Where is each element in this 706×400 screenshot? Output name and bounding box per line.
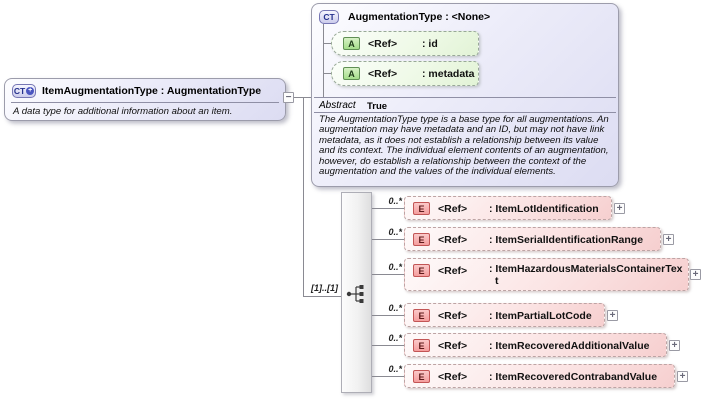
- abstract-value: True: [367, 101, 388, 112]
- element-ref-label: <Ref>: [438, 371, 468, 383]
- connector-line: [372, 315, 404, 316]
- connector-line: [372, 376, 404, 377]
- attribute-tree-line: [323, 73, 333, 74]
- element-icon: E: [413, 370, 430, 383]
- attribute-box-metadata[interactable]: A <Ref> : metadata: [331, 61, 479, 86]
- attribute-box-id[interactable]: A <Ref> : id: [331, 31, 479, 56]
- main-type-description: A data type for additional information a…: [13, 106, 233, 117]
- main-type-title: ItemAugmentationType : AugmentationType: [42, 85, 262, 97]
- collapse-toggle-icon[interactable]: −: [283, 92, 294, 103]
- element-ref-label: <Ref>: [438, 340, 468, 352]
- cardinality-label: 0..*: [388, 262, 402, 272]
- divider: [314, 97, 616, 98]
- expand-toggle-icon[interactable]: +: [669, 340, 680, 351]
- element-box-itemrecoveredcontrabandvalue[interactable]: E <Ref> : ItemRecoveredContrabandValue: [404, 364, 675, 388]
- complex-type-icon-label: CT: [323, 12, 335, 22]
- expand-toggle-icon[interactable]: +: [607, 310, 618, 321]
- element-ref-label: <Ref>: [438, 234, 468, 246]
- connector-line: [303, 296, 341, 297]
- expand-toggle-icon[interactable]: +: [663, 234, 674, 245]
- base-type-description: The AugmentationType type is a base type…: [319, 114, 609, 178]
- attribute-icon: A: [343, 67, 360, 80]
- element-name: : ItemLotIdentification: [489, 203, 599, 215]
- complex-type-icon: CT +: [12, 84, 36, 98]
- element-name: : ItemSerialIdentificationRange: [489, 234, 644, 246]
- element-box-itempartiallotcode[interactable]: E <Ref> : ItemPartialLotCode: [404, 303, 605, 327]
- element-name: : ItemRecoveredContrabandValue: [489, 371, 658, 383]
- element-box-itemrecoveredadditionalvalue[interactable]: E <Ref> : ItemRecoveredAdditionalValue: [404, 333, 667, 357]
- cardinality-label: 0..*: [388, 364, 402, 374]
- element-name: : ItemRecoveredAdditionalValue: [489, 340, 650, 352]
- base-type-title: AugmentationType : <None>: [348, 11, 491, 23]
- connector-line: [294, 97, 311, 98]
- connector-line: [303, 97, 304, 296]
- divider: [11, 102, 279, 103]
- attribute-name: : metadata: [422, 68, 475, 80]
- attribute-ref-label: <Ref>: [368, 68, 398, 80]
- cardinality-label: 0..*: [388, 333, 402, 343]
- element-box-itemlotidentification[interactable]: E <Ref> : ItemLotIdentification: [404, 196, 612, 220]
- element-icon: E: [413, 264, 430, 277]
- divider: [314, 112, 616, 113]
- complex-type-icon: CT: [319, 10, 339, 24]
- element-name: : ItemPartialLotCode: [489, 310, 592, 322]
- attribute-tree-line: [323, 24, 324, 97]
- derived-plus-icon: +: [26, 87, 35, 95]
- abstract-label: Abstract: [319, 100, 356, 111]
- element-box-itemhazardousmaterialscontainertext[interactable]: E <Ref> : ItemHazardousMaterialsContaine…: [404, 258, 689, 291]
- element-icon: E: [413, 309, 430, 322]
- sequence-compositor-icon: [346, 285, 364, 303]
- main-type-box[interactable]: CT + ItemAugmentationType : Augmentation…: [4, 78, 286, 121]
- element-ref-label: <Ref>: [438, 265, 468, 277]
- attribute-name: : id: [422, 38, 438, 50]
- expand-toggle-icon[interactable]: +: [614, 203, 625, 214]
- element-icon: E: [413, 339, 430, 352]
- expand-toggle-icon[interactable]: +: [677, 371, 688, 382]
- source-cardinality-label: [1]..[1]: [311, 283, 338, 293]
- element-icon: E: [413, 202, 430, 215]
- connector-line: [372, 274, 404, 275]
- complex-type-icon-label: CT: [13, 86, 26, 96]
- attribute-ref-label: <Ref>: [368, 38, 398, 50]
- element-ref-label: <Ref>: [438, 310, 468, 322]
- expand-toggle-icon[interactable]: +: [690, 269, 701, 280]
- connector-line: [372, 208, 404, 209]
- attribute-tree-line: [323, 43, 333, 44]
- element-ref-label: <Ref>: [438, 203, 468, 215]
- connector-line: [372, 345, 404, 346]
- element-icon: E: [413, 233, 430, 246]
- attribute-icon: A: [343, 37, 360, 50]
- base-type-box[interactable]: CT AugmentationType : <None> A <Ref> : i…: [311, 3, 619, 187]
- cardinality-label: 0..*: [388, 227, 402, 237]
- cardinality-label: 0..*: [388, 196, 402, 206]
- element-name: : ItemHazardousMaterialsContainerText: [489, 263, 683, 287]
- connector-line: [372, 239, 404, 240]
- cardinality-label: 0..*: [388, 303, 402, 313]
- element-box-itemserialidentificationrange[interactable]: E <Ref> : ItemSerialIdentificationRange: [404, 227, 661, 251]
